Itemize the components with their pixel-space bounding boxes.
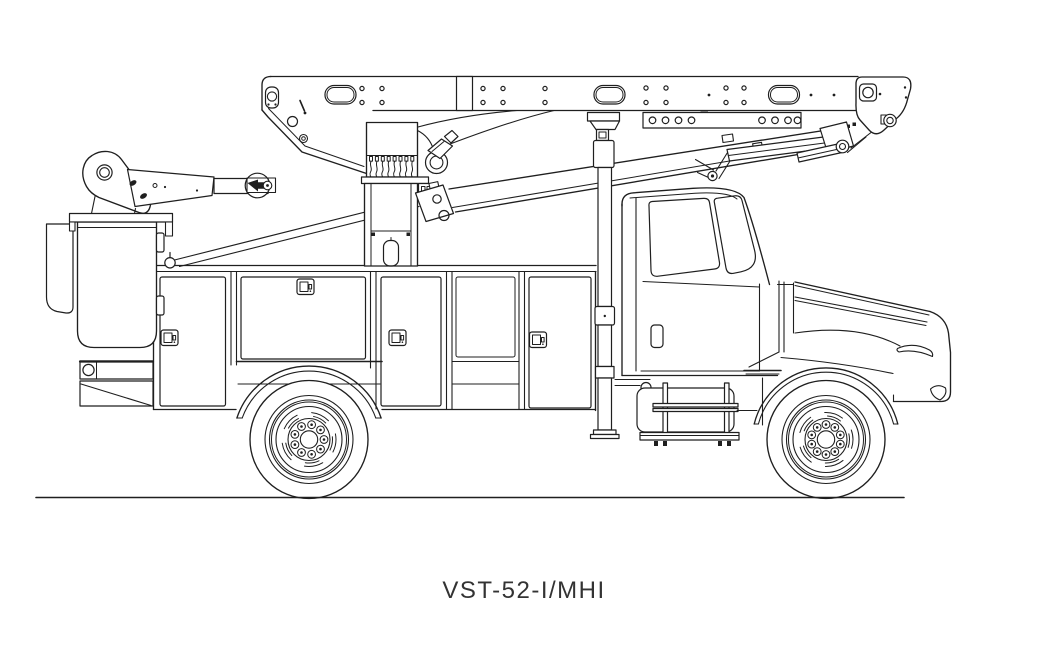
boom-leveling-rail: [642, 111, 802, 129]
bucket-mount-plate: [68, 212, 174, 223]
door-handle: [650, 324, 664, 349]
hydraulic-hoses: [369, 161, 414, 178]
rear-step-bumper: [78, 360, 155, 407]
boom-butt-plate: [261, 75, 369, 175]
fuel-tank-steps: [614, 377, 764, 446]
drawing-title: VST-52-I/MHI: [442, 577, 606, 604]
anchor-ring: [164, 251, 176, 269]
boom-bolt-dots: [359, 85, 747, 106]
upper-boom: [261, 75, 859, 175]
rear-fender: [236, 365, 382, 419]
front-wheel: [766, 379, 886, 500]
headlight: [896, 344, 934, 358]
platform-bucket: [45, 212, 174, 349]
fender-crease: [794, 329, 901, 347]
cab: [621, 187, 795, 377]
lug-nuts: [290, 420, 329, 459]
compartment-latch: [528, 331, 548, 349]
front-fender-arch: [753, 367, 899, 425]
compartment-latch: [160, 329, 179, 347]
jib-arm: [82, 150, 277, 215]
compartment-door: [380, 276, 442, 407]
compartment-latch: [388, 329, 407, 347]
rear-wheel: [249, 379, 369, 500]
boom-rest-post: [586, 111, 621, 440]
compartment-door: [240, 276, 367, 360]
quarter-window: [713, 195, 756, 275]
utility-body: [152, 251, 597, 412]
marker-light: [929, 385, 947, 401]
rear-tire: [249, 379, 369, 500]
boom-tip-plate: [855, 76, 912, 135]
boom-elbow: [796, 121, 872, 163]
hood-front-end: [776, 281, 952, 403]
shelf-bay: [451, 276, 520, 385]
bucket-liner: [45, 223, 74, 314]
compartment-latch: [296, 278, 315, 296]
door-window: [648, 197, 721, 277]
front-tire: [766, 379, 886, 500]
lower-boom-link-plate: [414, 184, 455, 223]
step-platform: [639, 431, 740, 441]
lug-nuts: [807, 420, 845, 459]
compartment-door: [159, 276, 227, 407]
